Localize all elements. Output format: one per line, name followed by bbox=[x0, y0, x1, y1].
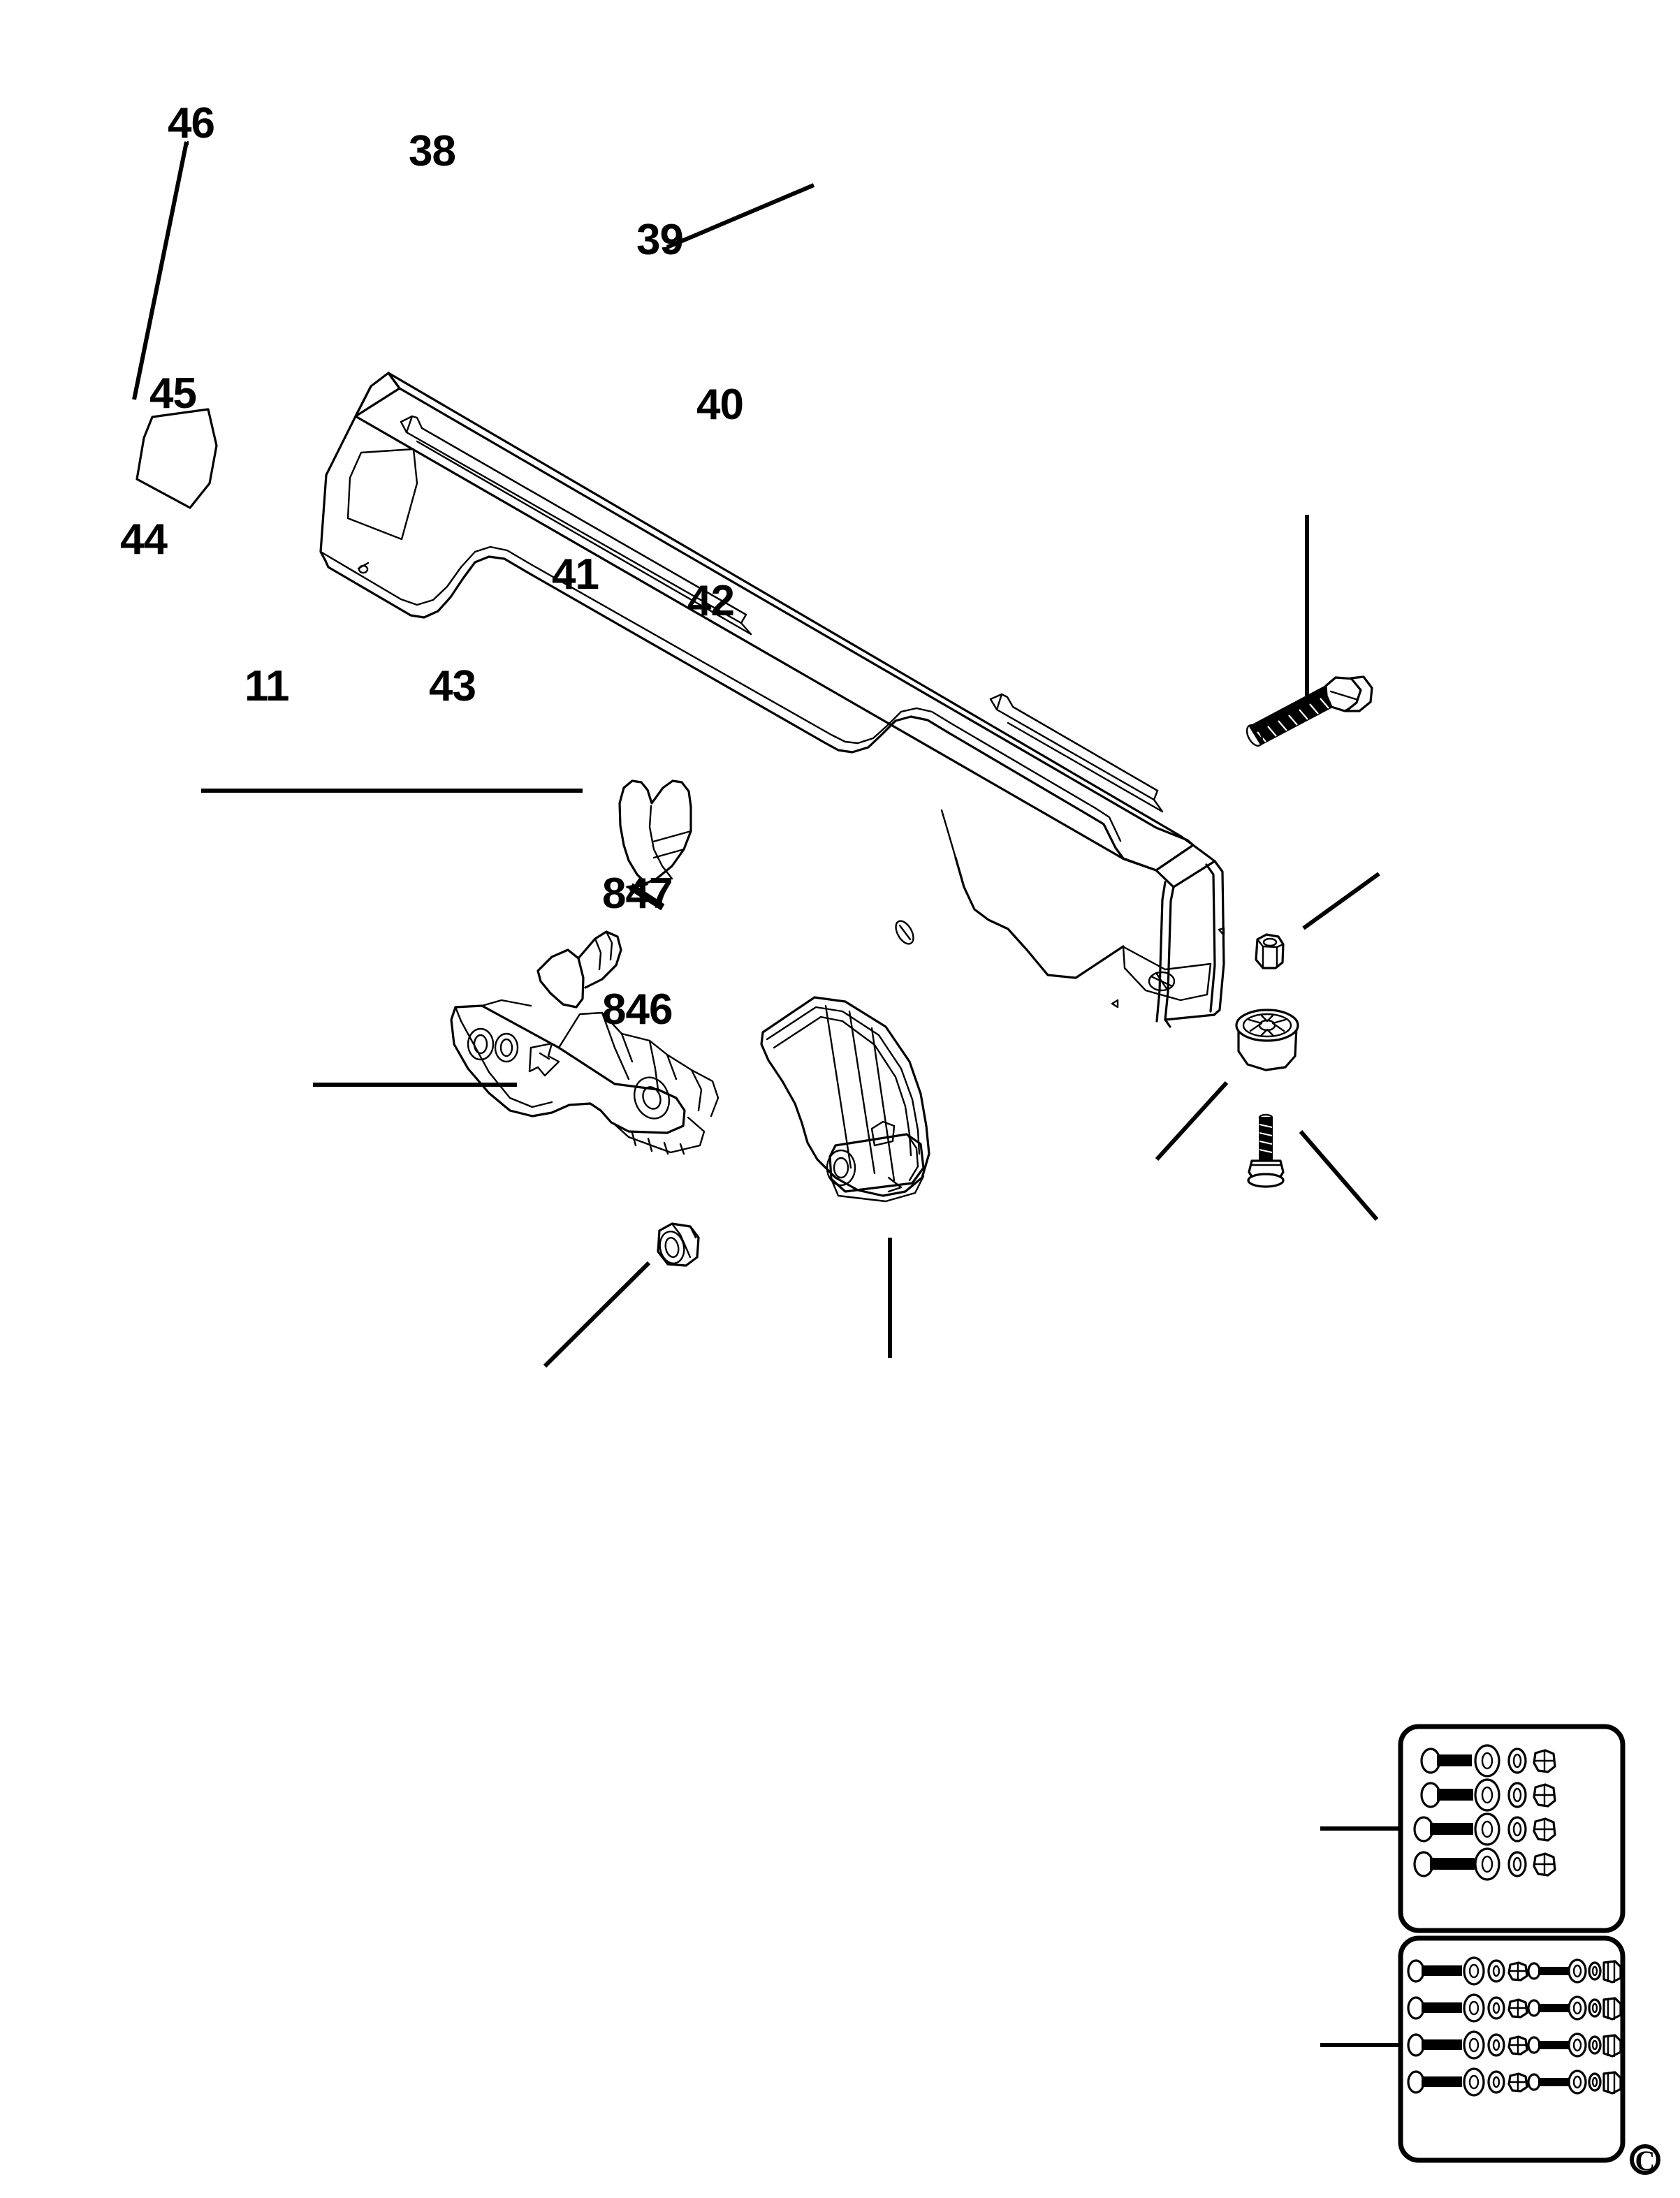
kit-847-row bbox=[1413, 1847, 1556, 1881]
callout-846: 846 bbox=[602, 986, 672, 1034]
part-38-main-arm-assembly bbox=[319, 372, 1225, 1028]
leader-path-41 bbox=[1155, 1080, 1229, 1162]
callout-46: 46 bbox=[168, 99, 214, 147]
callout-39: 39 bbox=[636, 216, 683, 264]
part-43-clamp-bracket bbox=[760, 996, 930, 1203]
part-11-hex-nut bbox=[657, 1222, 700, 1267]
leader-path-40 bbox=[1302, 872, 1380, 930]
kit-847-row bbox=[1420, 1744, 1556, 1778]
kit-846-row bbox=[1407, 1956, 1622, 1986]
kit-847-row bbox=[1420, 1778, 1556, 1812]
part-45-spring-clip bbox=[618, 779, 692, 911]
part-46-end-cap-pad bbox=[136, 408, 218, 509]
callout-40: 40 bbox=[696, 381, 743, 429]
part-40-lock-nut bbox=[1255, 933, 1285, 969]
callout-41: 41 bbox=[552, 550, 599, 599]
svg-text:C: C bbox=[1635, 2145, 1656, 2176]
callout-43: 43 bbox=[429, 662, 476, 710]
callout-42: 42 bbox=[687, 577, 734, 625]
kit-846-row bbox=[1407, 2030, 1622, 2060]
hardware-kit-846 bbox=[1398, 1935, 1626, 2163]
callout-847: 847 bbox=[602, 870, 672, 918]
leader-path-38 bbox=[666, 183, 815, 249]
callout-38: 38 bbox=[409, 127, 455, 175]
kit-846-row bbox=[1407, 1993, 1622, 2023]
part-42-flange-bolt bbox=[1247, 1113, 1285, 1188]
hardware-kit-847 bbox=[1398, 1724, 1626, 1933]
part-39-hex-head-bolt bbox=[1246, 675, 1373, 747]
kit-846-row bbox=[1407, 2067, 1622, 2097]
copyright-mark: C bbox=[1630, 2144, 1660, 2176]
part-41-rubber-bumper-foot bbox=[1235, 1009, 1299, 1071]
callout-11: 11 bbox=[244, 662, 289, 710]
leader-path-46 bbox=[132, 141, 189, 400]
callout-45: 45 bbox=[149, 369, 196, 418]
kit-847-row bbox=[1413, 1812, 1556, 1846]
leader-path-42 bbox=[1299, 1130, 1379, 1221]
part-44-carriage-bracket bbox=[450, 930, 720, 1155]
callout-44: 44 bbox=[120, 515, 168, 564]
leader-path-11 bbox=[543, 1261, 651, 1368]
